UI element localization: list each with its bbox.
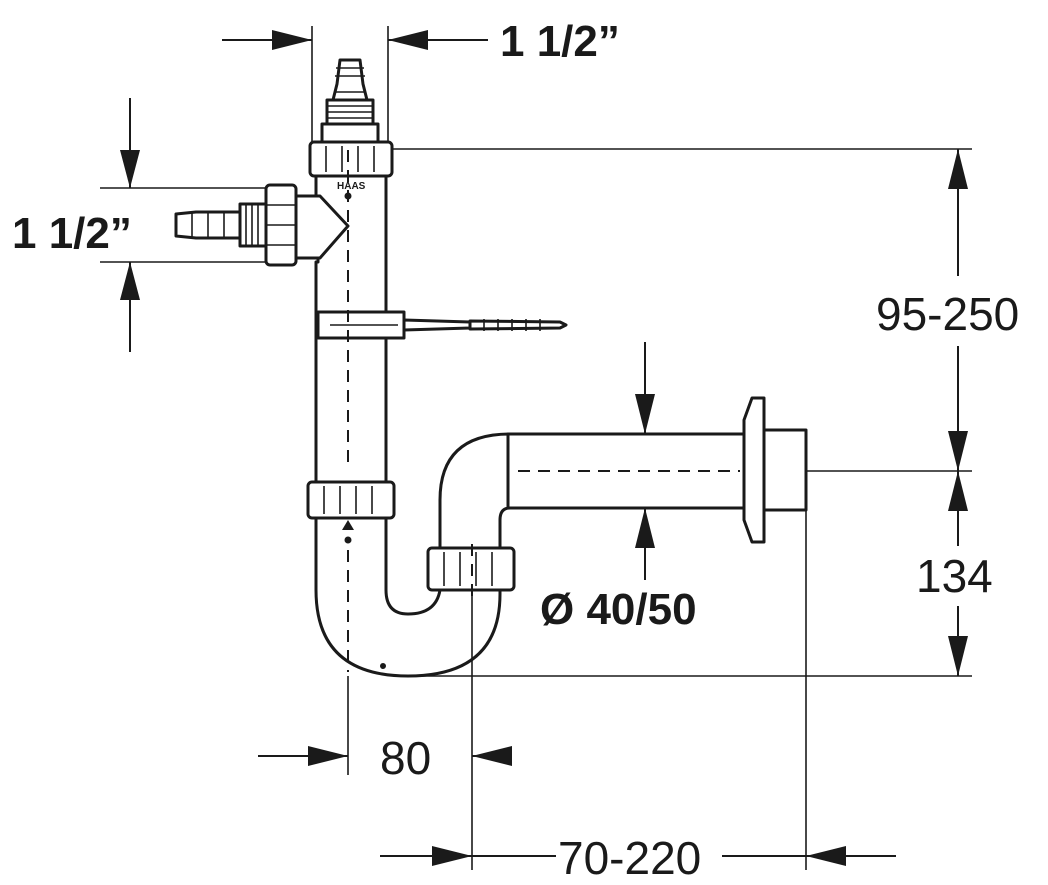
pipe-diameter-dimension: Ø 40/50 bbox=[540, 342, 697, 634]
pipe-diameter-label: Ø 40/50 bbox=[540, 585, 697, 634]
outlet-height-label: 134 bbox=[916, 550, 993, 602]
wall-rosette bbox=[742, 396, 808, 544]
trap-offset-label: 80 bbox=[380, 732, 431, 784]
height-adjust-dimension: 95-250 bbox=[876, 149, 1019, 471]
wall-distance-dimension: 70-220 bbox=[380, 832, 896, 884]
lower-coupling-nut bbox=[306, 480, 396, 520]
outlet-elbow bbox=[438, 432, 512, 550]
extension-lines bbox=[347, 148, 972, 870]
outlet-height-dimension: 134 bbox=[916, 471, 993, 676]
side-inlet-label: 1 1/2” bbox=[12, 209, 132, 258]
height-adjust-label: 95-250 bbox=[876, 288, 1019, 340]
top-inlet-label: 1 1/2” bbox=[500, 17, 620, 66]
wall-bracket-screw bbox=[316, 310, 568, 340]
top-inlet-dimension: 1 1/2” bbox=[222, 17, 620, 144]
side-inlet-branch bbox=[174, 183, 350, 267]
trap-u-bend bbox=[314, 516, 502, 678]
wall-distance-label: 70-220 bbox=[558, 832, 701, 884]
side-inlet-dimension: 1 1/2” bbox=[12, 98, 268, 352]
trap-offset-dimension: 80 bbox=[258, 732, 512, 784]
brand-mark: HAAS bbox=[337, 181, 366, 192]
top-hose-barb bbox=[320, 58, 380, 144]
top-coupling-nut bbox=[308, 140, 394, 178]
